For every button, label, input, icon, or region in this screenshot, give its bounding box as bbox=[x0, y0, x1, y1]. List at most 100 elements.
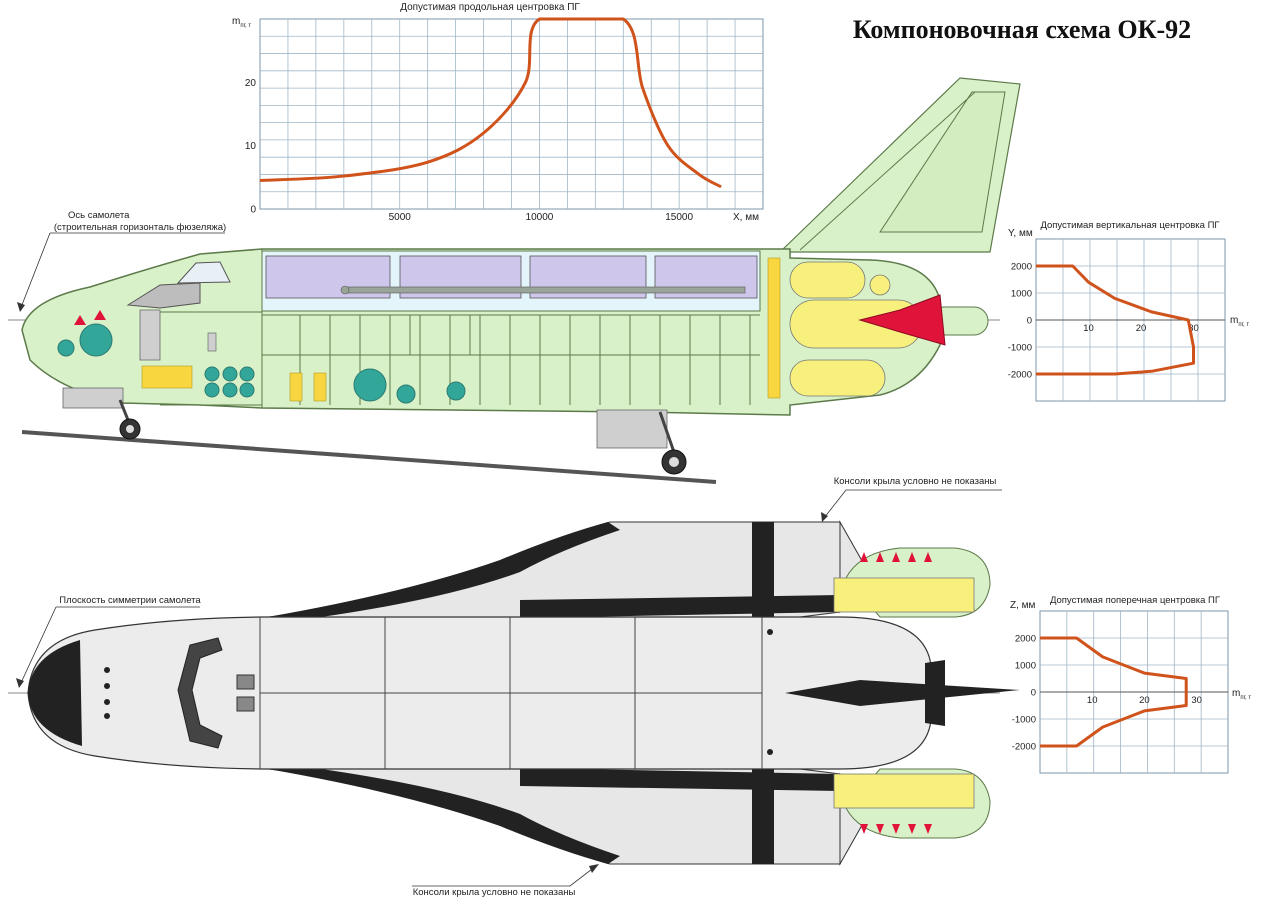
x-tick-label: 5000 bbox=[389, 212, 412, 223]
chart-title: Допустимая продольная центровка ПГ bbox=[400, 2, 580, 13]
rcs-thruster bbox=[94, 310, 106, 320]
x-tick-label: 20 bbox=[1139, 695, 1150, 706]
fuselage-panel-lines bbox=[259, 617, 763, 769]
y-tick-label: 0 bbox=[250, 205, 256, 216]
lower-trailing-dark bbox=[520, 768, 840, 791]
rcs-thruster bbox=[860, 824, 868, 834]
x-axis-symbol: m bbox=[1230, 315, 1238, 326]
equipment-box bbox=[289, 372, 303, 402]
diagram-title: Компоновочная схема ОК-92 bbox=[853, 15, 1191, 44]
rcs-thruster bbox=[924, 552, 932, 562]
equipment-box bbox=[141, 365, 193, 389]
wing-note-bottom: Консоли крыла условно не показаны bbox=[413, 887, 576, 898]
ground-line bbox=[21, 430, 717, 484]
lower-leading-edge bbox=[250, 761, 620, 864]
rcs-port bbox=[104, 713, 110, 719]
equipment-sphere bbox=[204, 382, 220, 398]
lower-tank bbox=[833, 773, 975, 809]
equipment-sphere bbox=[57, 339, 75, 357]
fuel-tank-small bbox=[869, 274, 891, 296]
vertical-cg-chart: Допустимая вертикальная центровка ПГ Y, … bbox=[1008, 220, 1249, 402]
upper-tank bbox=[833, 577, 975, 613]
symmetry-leader bbox=[19, 606, 200, 686]
wing-leader-bottom bbox=[412, 865, 597, 887]
y-tick-label: -1000 bbox=[1012, 715, 1036, 726]
rcs-thruster bbox=[876, 824, 884, 834]
y-tick-label: 0 bbox=[1031, 688, 1036, 699]
wing-arrow-bottom bbox=[589, 864, 599, 873]
rcs-thruster bbox=[74, 315, 86, 325]
hatch bbox=[236, 674, 255, 690]
cockpit-canopy bbox=[176, 261, 231, 284]
axis-label-line1: Ось самолета bbox=[68, 210, 130, 221]
longitudinal-cg-curve bbox=[259, 17, 722, 189]
nose-gear-hub bbox=[126, 425, 134, 433]
lower-elevon-gap bbox=[752, 769, 774, 864]
y-axis-label: Z, мм bbox=[1010, 600, 1036, 611]
y-tick-label: -2000 bbox=[1008, 370, 1032, 381]
rudder bbox=[879, 91, 1006, 233]
axis-label-line2: (строительная горизонталь фюзеляжа) bbox=[54, 222, 226, 233]
body-flap bbox=[596, 409, 668, 449]
longitudinal-cg-chart: Допустимая продольная центровка ПГ mпг, … bbox=[232, 2, 764, 223]
aft-engine bbox=[925, 660, 945, 726]
equipment-sphere bbox=[446, 381, 466, 401]
x-axis-subscript: пг, т bbox=[1238, 322, 1249, 328]
y-tick-label: 1000 bbox=[1011, 289, 1032, 300]
symmetry-arrow bbox=[16, 678, 24, 688]
aft-structure bbox=[767, 257, 781, 399]
equipment-box bbox=[313, 372, 327, 402]
side-view: Ось самолета (строительная горизонталь ф… bbox=[8, 77, 1021, 484]
vertical-cg-curve bbox=[1036, 264, 1195, 376]
manipulator-arm bbox=[344, 286, 746, 294]
rcs-thruster bbox=[892, 552, 900, 562]
rcs-thruster bbox=[892, 824, 900, 834]
fairing bbox=[62, 387, 124, 409]
chart-title: Допустимая поперечная центровка ПГ bbox=[1050, 595, 1220, 606]
nose-cap bbox=[28, 640, 82, 746]
y-axis-symbol: m bbox=[232, 16, 240, 27]
equipment-sphere bbox=[79, 323, 113, 357]
x-tick-label: 10 bbox=[1087, 695, 1098, 706]
equipment-sphere bbox=[239, 366, 255, 382]
equipment-sphere bbox=[222, 382, 238, 398]
equipment-sphere bbox=[353, 368, 387, 402]
equipment-sphere bbox=[222, 366, 238, 382]
hatch bbox=[236, 696, 255, 712]
chart-grid bbox=[260, 19, 763, 209]
fuel-tank-bottom bbox=[789, 359, 886, 397]
upper-elevon-gap bbox=[752, 522, 774, 617]
y-tick-label: 20 bbox=[245, 78, 257, 89]
y-axis-label: mпг, т bbox=[232, 16, 251, 29]
arm-joint bbox=[340, 285, 350, 295]
y-axis-subscript: пг, т bbox=[240, 23, 251, 29]
fuel-tank-top bbox=[789, 261, 866, 299]
equipment-sphere bbox=[239, 382, 255, 398]
upper-trailing-dark bbox=[520, 595, 840, 618]
x-tick-label: 10 bbox=[1083, 323, 1094, 334]
y-axis-label: Y, мм bbox=[1008, 228, 1033, 239]
pod-thrusters bbox=[860, 552, 932, 834]
x-axis-subscript: пг, т bbox=[1240, 695, 1251, 701]
rcs-port bbox=[104, 667, 110, 673]
y-tick-label: 2000 bbox=[1015, 634, 1036, 645]
rcs-port bbox=[104, 683, 110, 689]
tail-spar bbox=[799, 91, 976, 251]
x-tick-label: 30 bbox=[1188, 323, 1199, 334]
axis-arrow bbox=[17, 302, 25, 312]
equipment-sphere bbox=[396, 384, 416, 404]
nose-hatch bbox=[139, 309, 161, 361]
y-tick-label: 2000 bbox=[1011, 262, 1032, 273]
wing-leader-top bbox=[823, 489, 1002, 519]
lateral-cg-curve bbox=[1040, 636, 1188, 748]
rcs-thruster bbox=[876, 552, 884, 562]
y-tick-label: 0 bbox=[1027, 316, 1032, 327]
rcs-port bbox=[104, 699, 110, 705]
lateral-cg-chart: Допустимая поперечная центровка ПГ Z, мм… bbox=[1010, 595, 1251, 774]
chart-title: Допустимая вертикальная центровка ПГ bbox=[1040, 220, 1219, 231]
rcs-thruster bbox=[908, 552, 916, 562]
rcs-port bbox=[767, 629, 773, 635]
